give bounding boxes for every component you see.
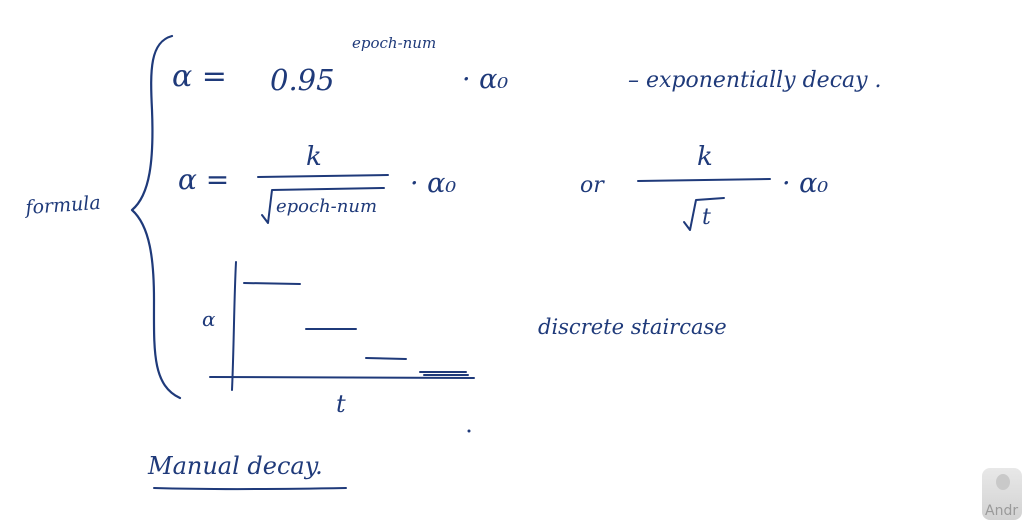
staircase-annotation: discrete staircase bbox=[538, 315, 727, 339]
eq2-tail2: · α₀ bbox=[782, 168, 828, 199]
staircase-x-axis-label: t bbox=[336, 390, 346, 418]
speaker-thumbnail: Andr bbox=[982, 468, 1022, 520]
eq2-radicand: epoch-num bbox=[276, 196, 377, 217]
staircase-y-axis bbox=[231, 261, 237, 391]
eq2-numerator: k bbox=[306, 142, 322, 172]
formula-label: formula bbox=[23, 192, 102, 219]
eq1-tail: · α₀ bbox=[462, 64, 508, 95]
eq2-radicand2: t bbox=[702, 205, 711, 230]
eq2-fraction-bar bbox=[257, 174, 389, 178]
manual-decay-label: Manual decay. bbox=[147, 452, 323, 480]
staircase-y-axis-label: α bbox=[202, 307, 216, 331]
eq1-annotation: – exponentially decay . bbox=[628, 68, 882, 93]
eq2-sqrt-sign2 bbox=[683, 197, 725, 231]
eq1-base: 0.95 bbox=[270, 63, 335, 97]
speaker-name: Andr bbox=[985, 503, 1019, 519]
formula-brace bbox=[130, 34, 182, 400]
eq2-sqrt-sign bbox=[261, 187, 385, 224]
manual-decay-underline bbox=[153, 487, 347, 491]
staircase-step-4 bbox=[419, 371, 469, 376]
eq1-lhs: α = bbox=[172, 59, 227, 94]
eq2-lhs: α = bbox=[178, 163, 229, 196]
eq1-exponent: epoch-num bbox=[352, 34, 436, 52]
staircase-x-axis bbox=[209, 376, 475, 379]
eq2-numerator2: k bbox=[697, 142, 713, 172]
staircase-dot bbox=[467, 429, 471, 433]
staircase-step-1 bbox=[243, 282, 301, 285]
eq2-or: or bbox=[580, 173, 605, 198]
eq2-tail: · α₀ bbox=[410, 168, 456, 199]
eq2-fraction-bar2 bbox=[637, 178, 771, 182]
speaker-avatar bbox=[996, 474, 1010, 490]
staircase-step-3 bbox=[365, 357, 407, 360]
